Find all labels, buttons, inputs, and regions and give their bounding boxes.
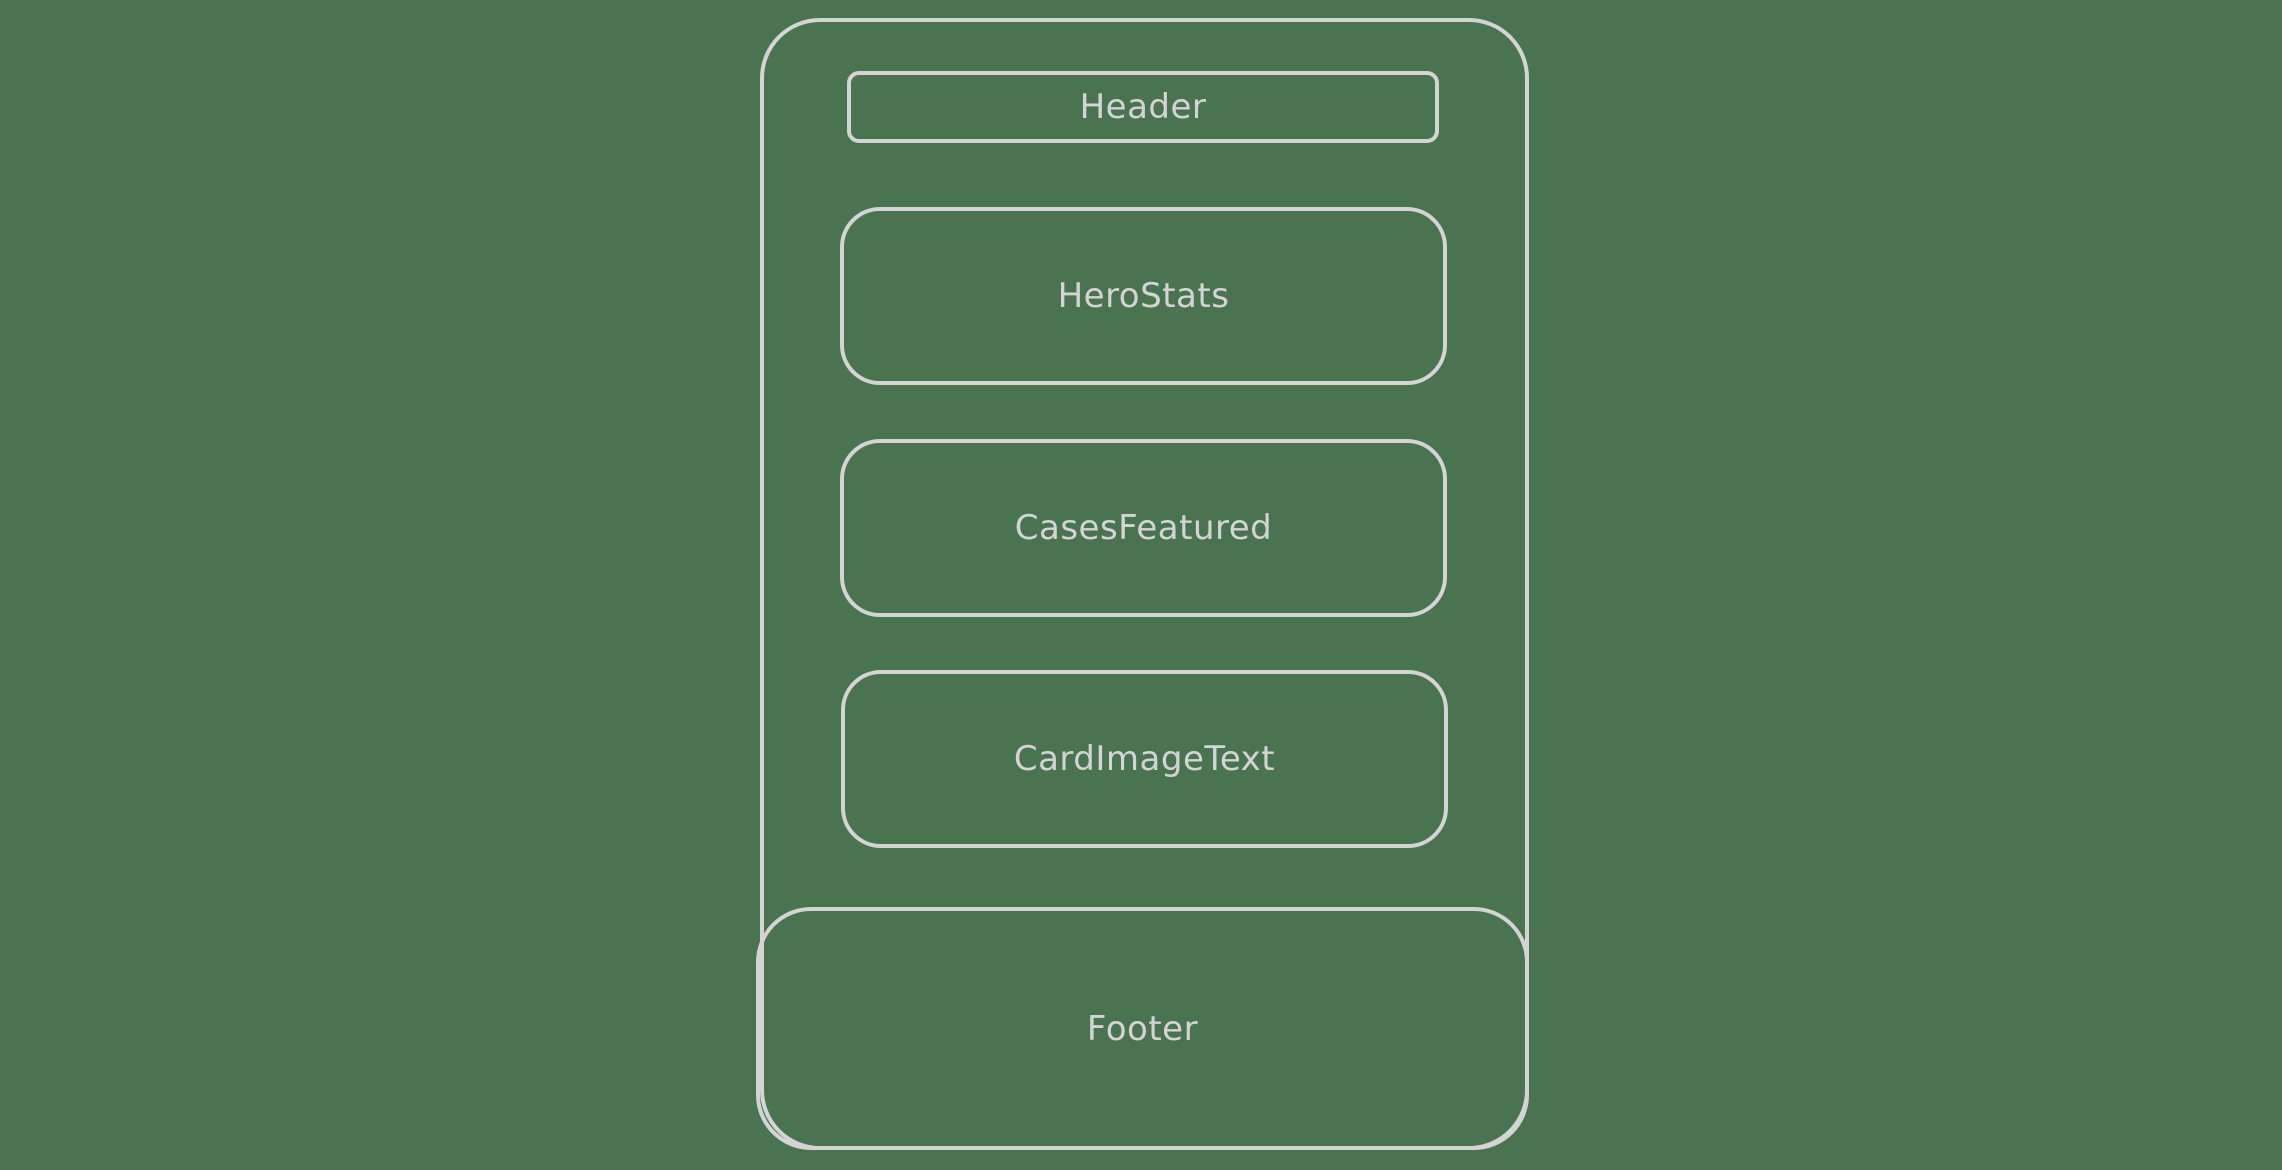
- header-section-label: Header: [1079, 87, 1207, 127]
- footer-section-box: Footer: [756, 907, 1529, 1150]
- cardimagetext-section-box: CardImageText: [841, 670, 1448, 848]
- herostats-section-label: HeroStats: [1057, 276, 1230, 316]
- header-section-box: Header: [847, 71, 1439, 143]
- casesfeatured-section-box: CasesFeatured: [840, 439, 1447, 617]
- herostats-section-box: HeroStats: [840, 207, 1447, 385]
- footer-section-label: Footer: [1086, 1008, 1199, 1049]
- casesfeatured-section-label: CasesFeatured: [1014, 508, 1273, 548]
- cardimagetext-section-label: CardImageText: [1013, 739, 1276, 779]
